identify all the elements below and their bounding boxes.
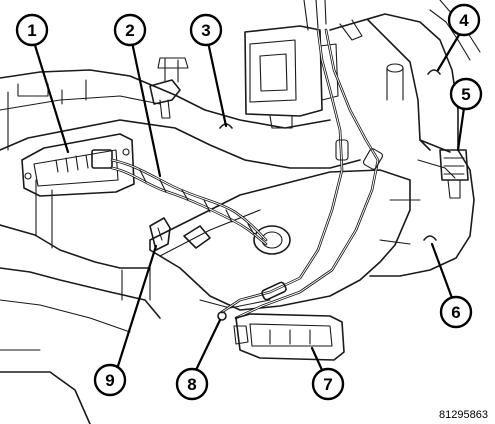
- callout-5-label: 5: [461, 85, 470, 104]
- hvac-housing: [0, 57, 361, 424]
- leader-lines: [32, 28, 466, 372]
- callout-6-label: 6: [451, 303, 460, 322]
- wiring-harness: [220, 28, 384, 320]
- callout-3: 3: [189, 13, 223, 47]
- figure-reference: 81295863: [439, 409, 488, 421]
- resistor-connector: [233, 313, 345, 361]
- wire-clip: [217, 311, 227, 321]
- callout-2-label: 2: [125, 21, 134, 40]
- right-housing: [329, 0, 481, 277]
- callout-8-label: 8: [187, 375, 196, 394]
- callout-1-label: 1: [27, 21, 36, 40]
- callout-4-label: 4: [459, 11, 469, 30]
- callout-6: 6: [439, 295, 473, 329]
- callout-2: 2: [113, 13, 147, 47]
- bolt: [439, 149, 469, 199]
- blower-motor-resistor: [21, 133, 135, 197]
- callout-7-label: 7: [323, 375, 332, 394]
- lower-panel: [149, 169, 411, 311]
- callout-5: 5: [449, 77, 483, 111]
- bracket-indicator-mark: [427, 69, 441, 75]
- housing-edge-indicator-mark: [423, 235, 437, 241]
- twisted-pair-wire: [110, 158, 268, 246]
- callout-9: 9: [93, 363, 127, 397]
- callout-4: 4: [447, 3, 481, 37]
- callout-9-label: 9: [105, 371, 114, 390]
- callout-1: 1: [15, 13, 49, 47]
- callout-8: 8: [175, 367, 209, 401]
- callout-7: 7: [311, 367, 345, 401]
- wiring-connector-block: [244, 0, 339, 129]
- callout-3-label: 3: [201, 21, 210, 40]
